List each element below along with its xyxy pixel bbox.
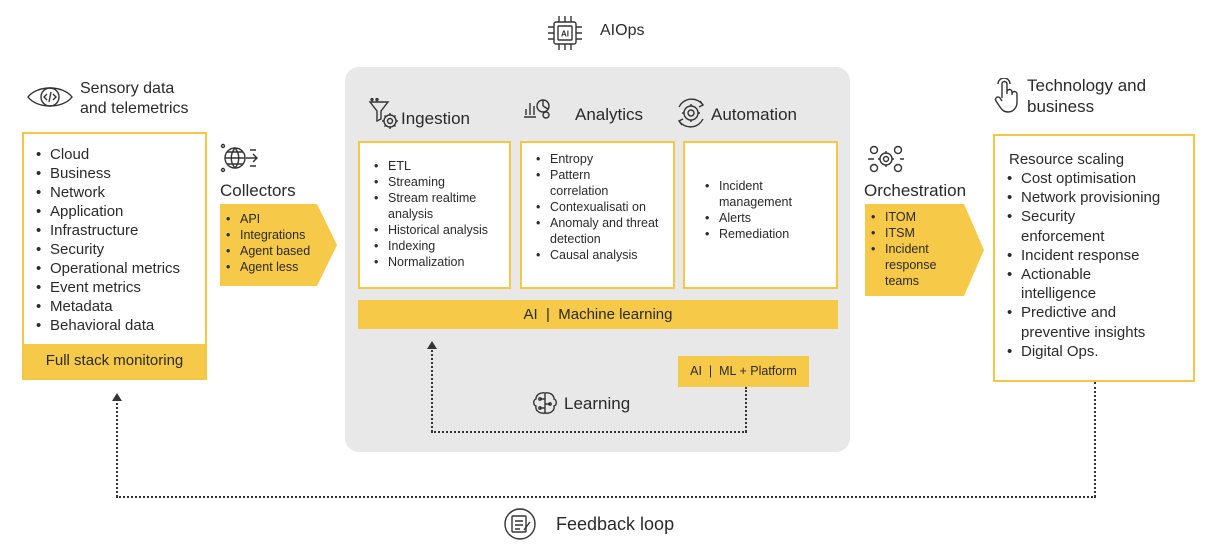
list-item: Network <box>36 183 180 202</box>
orchestration-list: ITOM ITSM Incident response teams <box>871 209 951 289</box>
list-item: Historical analysis <box>374 222 508 238</box>
list-item: ETL <box>374 158 508 174</box>
analytics-chart-icon <box>522 97 552 119</box>
list-item: Operational metrics <box>36 259 180 278</box>
list-item: Incident response <box>1007 246 1187 265</box>
list-item: Predictive and preventive insights <box>1007 303 1171 341</box>
learning-loop-line-left <box>431 343 433 432</box>
list-item: Security <box>36 240 180 259</box>
svg-text:AI: AI <box>561 30 569 39</box>
feedback-form-icon <box>502 506 538 542</box>
tech-list: Cost optimisation Network provisioning S… <box>1007 169 1187 361</box>
list-item: Pattern correlation <box>536 167 630 199</box>
analytics-box: Entropy Pattern correlation Contexualisa… <box>520 141 675 289</box>
feedback-loop-label: Feedback loop <box>556 514 675 534</box>
orchestration-title: Orchestration <box>864 181 967 200</box>
list-item: Cloud <box>36 145 180 164</box>
list-item: Application <box>36 202 180 221</box>
ai-ml-platform-badge: AI | ML + Platform <box>678 356 809 387</box>
list-item: Metadata <box>36 297 180 316</box>
list-item: Actionable intelligence <box>1007 265 1131 303</box>
feedback-line-right <box>1094 382 1096 497</box>
automation-box: Incident management Alerts Remediation <box>683 141 838 289</box>
ingestion-list: ETL Streaming Stream realtime analysis H… <box>374 158 508 270</box>
analytics-title: Analytics <box>575 105 644 124</box>
list-item: Incident management <box>705 178 819 210</box>
sensory-list: Cloud Business Network Application Infra… <box>36 145 180 335</box>
list-item: Infrastructure <box>36 221 180 240</box>
sensory-title: Sensory data and telemetrics <box>80 79 189 119</box>
list-item: Anomaly and threat detection <box>536 215 660 247</box>
ingestion-box: ETL Streaming Stream realtime analysis H… <box>358 141 511 289</box>
tech-title-line2: business <box>1027 97 1095 116</box>
sensory-box: Cloud Business Network Application Infra… <box>22 132 207 380</box>
sensory-title-line2: and telemetrics <box>80 100 189 117</box>
list-item: Entropy <box>536 151 672 167</box>
automation-gear-cycle-icon <box>673 95 709 131</box>
orchestration-gears-icon <box>866 142 906 176</box>
list-item: Stream realtime analysis <box>374 190 508 222</box>
learning-label: Learning <box>564 394 631 413</box>
list-item: Agent based <box>226 243 310 259</box>
ai-machine-learning-bar: AI | Machine learning <box>358 300 838 329</box>
ingestion-title: Ingestion <box>401 109 470 128</box>
list-item: ITSM <box>871 225 951 241</box>
collectors-title: Collectors <box>220 181 296 200</box>
list-item: Causal analysis <box>536 247 672 263</box>
collectors-list: API Integrations Agent based Agent less <box>226 211 310 275</box>
list-item: Normalization <box>374 254 508 270</box>
list-item: Alerts <box>705 210 825 226</box>
list-item: ITOM <box>871 209 951 225</box>
list-item: Network provisioning <box>1007 188 1187 207</box>
list-item: Digital Ops. <box>1007 342 1187 361</box>
learning-arrowhead-icon <box>427 336 437 349</box>
list-item: Business <box>36 164 180 183</box>
tech-box: Resource scaling Cost optimisation Netwo… <box>993 134 1195 382</box>
analytics-list: Entropy Pattern correlation Contexualisa… <box>536 151 672 263</box>
list-item: Behavioral data <box>36 316 180 335</box>
automation-list: Incident management Alerts Remediation <box>705 178 825 242</box>
list-item: Integrations <box>226 227 310 243</box>
tech-title-line1: Technology and <box>1027 76 1147 95</box>
aiops-chip-icon: AI <box>545 13 585 53</box>
learning-loop-line-bottom <box>431 431 747 433</box>
ingestion-funnel-gear-icon <box>367 97 401 132</box>
list-item: Security enforcement <box>1007 207 1141 245</box>
list-item: Cost optimisation <box>1007 169 1187 188</box>
globe-arrow-icon <box>220 140 266 176</box>
aiops-title: AIOps <box>600 22 645 39</box>
list-item: Indexing <box>374 238 508 254</box>
feedback-arrowhead-icon <box>112 388 122 401</box>
list-item: Streaming <box>374 174 508 190</box>
learning-loop-line-right <box>745 387 747 432</box>
feedback-line-left <box>116 396 118 497</box>
list-item: Contexualisati on <box>536 199 660 215</box>
list-item: Agent less <box>226 259 310 275</box>
feedback-line-bottom <box>116 496 1096 498</box>
learning-brain-icon <box>530 390 560 418</box>
tech-first-item: Resource scaling <box>1009 151 1125 168</box>
list-item: Event metrics <box>36 278 180 297</box>
pointing-hand-icon <box>994 77 1022 114</box>
sensory-title-line1: Sensory data <box>80 80 175 97</box>
eye-code-icon <box>25 80 75 114</box>
list-item: Incident response teams <box>871 241 955 289</box>
list-item: API <box>226 211 310 227</box>
tech-title: Technology and business <box>1027 75 1146 117</box>
list-item: Remediation <box>705 226 825 242</box>
full-stack-monitoring-bar: Full stack monitoring <box>24 344 205 378</box>
automation-title: Automation <box>711 105 797 124</box>
